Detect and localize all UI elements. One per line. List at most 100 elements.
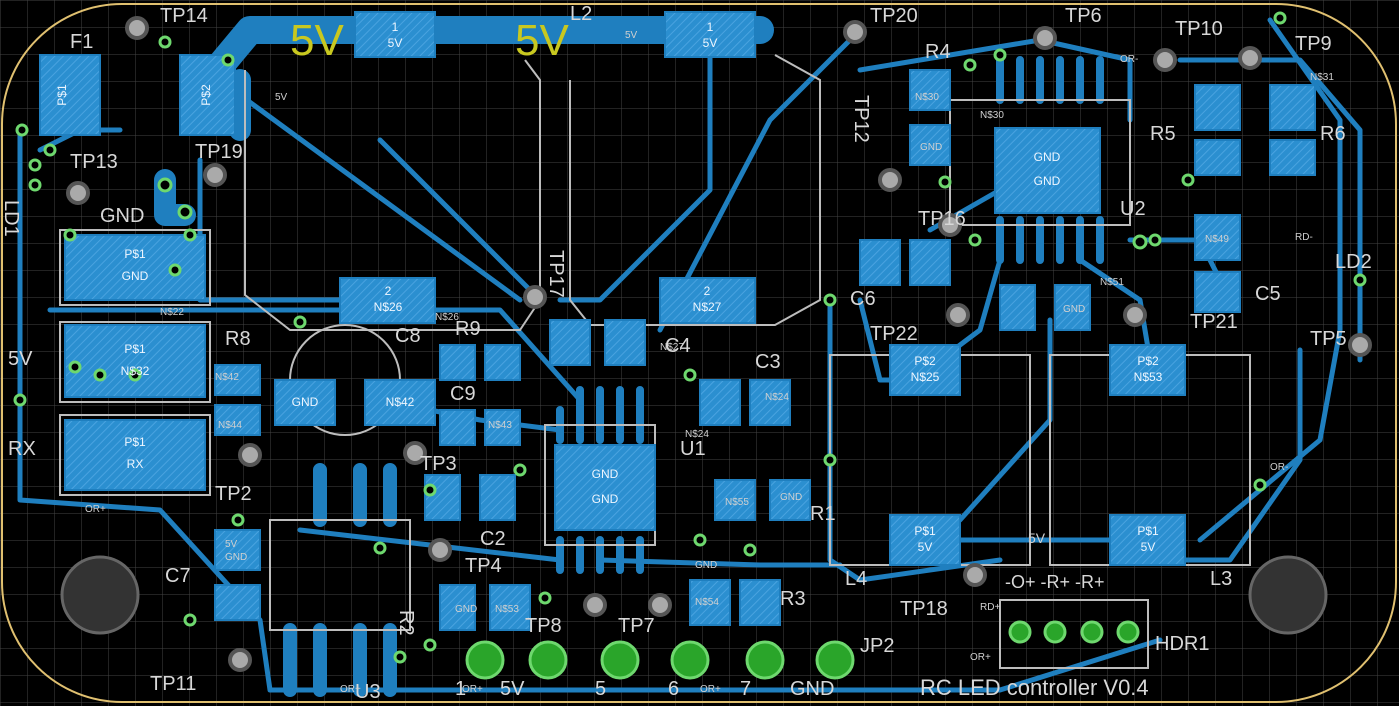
label-tp9: TP9 [1295,33,1332,55]
label-l2: L2 [570,3,592,25]
label-tp5: TP5 [1310,328,1347,350]
label-ld1: LD1 [0,200,22,237]
label-c4: C4 [665,335,691,357]
label-r2: R2 [395,610,417,636]
label-u2: U2 [1120,198,1146,220]
net-label: N$24 [765,392,789,403]
net-label: OR- [1120,54,1138,65]
label-ld2: LD2 [1335,251,1372,273]
net-label: N$53 [495,604,519,615]
net-label: N$24 [685,429,709,440]
label-hdr1: HDR1 [1155,633,1209,655]
net-label: N$22 [160,307,184,318]
label-hdr-pins: -O+ -R+ -R+ [1005,572,1105,592]
label-pin-5v: 5V [500,678,525,700]
net-label: OR+ [462,684,483,695]
label-r6: R6 [1320,123,1346,145]
vias [66,16,1372,672]
net-label: GND [225,552,247,563]
label-c8: C8 [395,325,421,347]
pad-text: 5V [703,36,718,50]
pad-text: P$1 [124,435,146,449]
net-label: 5V [625,30,638,41]
net-label: GND [455,604,477,615]
label-tp16: TP16 [918,208,966,230]
pad-text: P$2 [199,84,213,106]
label-rx-side: RX [8,438,36,460]
net-label: N$30 [980,110,1004,121]
pad-text: P$2 [914,354,936,368]
net-label: GND [920,142,942,153]
label-tp6: TP6 [1065,5,1102,27]
label-tp12: TP12 [850,95,872,143]
net-label: OR+ [970,652,991,663]
label-gnd: GND [100,205,144,227]
label-u1: U1 [680,438,706,460]
net-label: N$31 [1310,72,1334,83]
net-label: GND [695,560,717,571]
pad-text: P$2 [1137,354,1159,368]
net-label: N$51 [1100,277,1124,288]
pad-text: GND [122,269,149,283]
pad-text: P$1 [124,247,146,261]
label-tp4: TP4 [465,555,502,577]
label-pin-7: 7 [740,678,751,700]
label-r4: R4 [925,41,951,63]
mounting-hole-right [1248,555,1328,635]
label-pin-5: 5 [595,678,606,700]
label-l4: L4 [845,568,867,590]
net-label: OR+ [85,504,106,515]
label-c9: C9 [450,383,476,405]
label-tp10: TP10 [1175,18,1223,40]
copper-label-5v-right: 5V [515,16,569,65]
net-label: N$27 [660,342,684,353]
net-label: N$49 [1205,234,1229,245]
net-label: N$44 [218,420,242,431]
label-r1: R1 [810,503,836,525]
pad-text: 2 [385,284,392,298]
label-r8: R8 [225,328,251,350]
pad-text: GND [1034,174,1061,188]
pad-text: P$1 [55,84,69,106]
pad-text: GND [292,395,319,409]
pad-text: N$32 [121,364,150,378]
label-l3: L3 [1210,568,1232,590]
net-label: OR- [1270,462,1288,473]
label-tp14: TP14 [160,5,208,27]
label-tp13: TP13 [70,151,118,173]
net-label: OR+ [340,684,361,695]
label-5v-side: 5V [8,348,33,370]
label-f1: F1 [70,31,93,53]
pad-text: 2 [704,284,711,298]
net-label: 5V [225,539,238,550]
board-outline [1,3,1397,703]
copper-label-5v-left: 5V [290,16,344,65]
label-pin-6: 6 [668,678,679,700]
label-tp20: TP20 [870,5,918,27]
label-pin-gnd: GND [790,678,834,700]
net-label: N$42 [215,372,239,383]
label-pin-1: 1 [455,678,466,700]
label-jp2: JP2 [860,635,894,657]
label-c3: C3 [755,351,781,373]
pad-text: GND [592,492,619,506]
net-label: 5V [275,92,288,103]
mounting-hole-left [60,555,140,635]
pad-text: 5V [1141,540,1156,554]
net-label: N$54 [695,597,719,608]
label-c5: C5 [1255,283,1281,305]
pad-text: 5V [918,540,933,554]
net-labels: OR+ OR+ OR+ OR+ OR+ OR- OR- RD+ RD- 5V 5… [85,30,1334,695]
label-tp21: TP21 [1190,311,1238,333]
large-pads [39,11,1186,566]
label-tp17: TP17 [545,250,567,298]
pad-text: P$1 [914,524,936,538]
label-tp18: TP18 [900,598,948,620]
label-tp22: TP22 [870,323,918,345]
pad-text: 1 [707,20,714,34]
net-label: N$55 [725,497,749,508]
net-label: 5V [1028,530,1046,546]
pad-text: N$42 [386,395,415,409]
header-pins [465,620,1140,680]
